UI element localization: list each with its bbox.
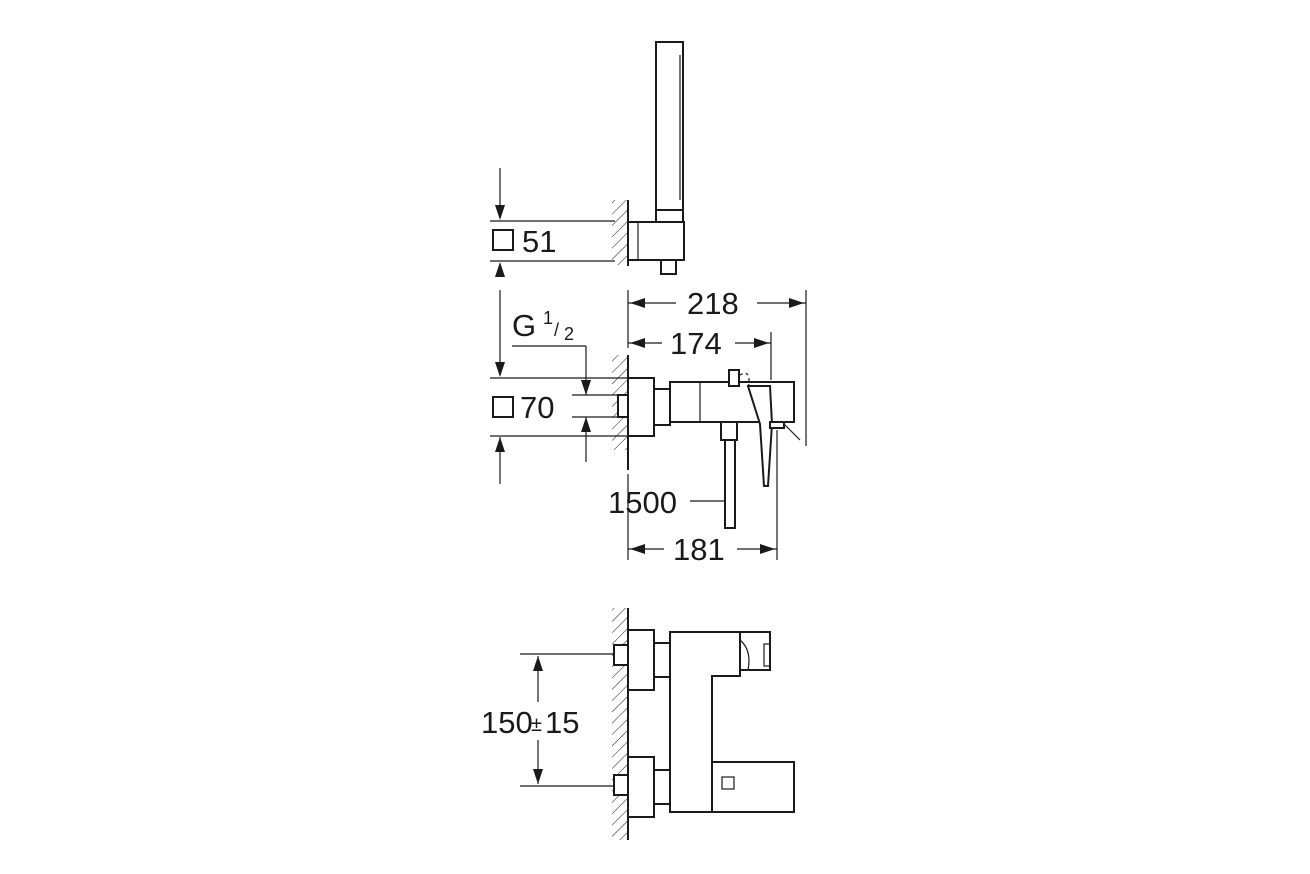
thread-numerator: 1 [543, 308, 553, 328]
dimension-tolerance-15: 15 [545, 705, 579, 740]
thread-g: G [512, 308, 536, 343]
dimension-1500: 1500 [608, 485, 677, 520]
dimension-plus-minus: ± [531, 714, 542, 736]
wall-holder [627, 221, 685, 261]
mixer-side-view: 218 174 181 1500 G 1 / 2 [490, 286, 807, 567]
wall-hatch-bottom [612, 608, 628, 840]
thread-slash: / [554, 320, 559, 340]
square-symbol-icon [492, 229, 514, 251]
dimension-70: 70 [520, 390, 554, 425]
wall-hatch-top [612, 200, 628, 265]
thread-denominator: 2 [564, 324, 574, 344]
spout-top [711, 761, 795, 813]
dimension-218: 218 [687, 286, 739, 321]
escutcheon [627, 377, 655, 437]
mixer-body [669, 381, 795, 423]
hand-shower-side-view: 51 [490, 41, 685, 277]
diverter-knob [728, 369, 740, 387]
dimension-150: 150 [481, 705, 533, 740]
escutcheon-upper [627, 629, 655, 691]
escutcheon-lower [627, 756, 655, 818]
dimension-51: 51 [522, 224, 556, 259]
hose-outlet-top [660, 259, 677, 275]
square-symbol-icon [492, 396, 514, 418]
hand-shower-handle [655, 41, 684, 211]
hose [724, 439, 736, 529]
lever-top [739, 631, 771, 671]
lever [746, 385, 774, 487]
mixer-top-view: 150 ± 15 [481, 608, 795, 840]
dimension-181: 181 [673, 532, 725, 567]
dimension-174: 174 [670, 326, 722, 361]
